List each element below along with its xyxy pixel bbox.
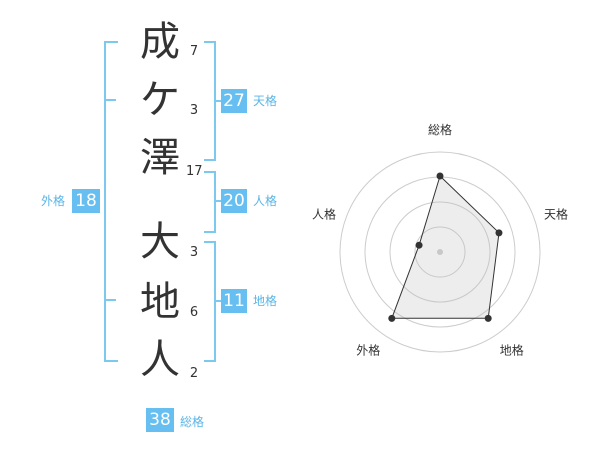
name-char-6: 人 (140, 337, 180, 383)
soukaku-label: 総格 (180, 415, 205, 429)
stroke-count-1: 7 (189, 44, 199, 59)
name-char-3: 澤 (140, 135, 180, 181)
radar-axis-label: 地格 (500, 343, 524, 358)
name-char-5: 地 (140, 279, 180, 325)
stroke-count-3: 17 (186, 164, 203, 179)
stroke-count-2: 3 (189, 103, 199, 118)
radar-point (495, 229, 503, 237)
radar-ring (339, 151, 541, 353)
jinkaku-bracket (204, 171, 216, 233)
name-char-1: 成 (140, 19, 180, 65)
chikaku-label: 地格 (253, 294, 278, 308)
tenkaku-badge: 27 (221, 89, 247, 113)
stroke-count-4: 3 (189, 245, 199, 260)
gaikaku-bracket-tick (104, 99, 116, 101)
radar-axis-label: 総格 (428, 122, 452, 137)
radar-ring (389, 201, 491, 303)
jinkaku-label: 人格 (253, 194, 278, 208)
radar-axis-label: 天格 (544, 206, 568, 221)
gaikaku-bracket-tick (104, 299, 116, 301)
soukaku-badge: 38 (146, 408, 174, 432)
chikaku-bracket-tick (214, 300, 222, 302)
radar-axis-label: 人格 (312, 206, 336, 221)
name-char-4: 大 (140, 219, 180, 265)
tenkaku-label: 天格 (253, 94, 278, 108)
gaikaku-label: 外格 (41, 194, 66, 208)
tenkaku-bracket-tick (214, 100, 222, 102)
radar-area (391, 175, 500, 319)
stroke-count-5: 6 (189, 305, 199, 320)
jinkaku-badge: 20 (221, 189, 247, 213)
gaikaku-badge: 18 (72, 189, 100, 213)
radar-point (415, 241, 423, 249)
stroke-count-6: 2 (189, 366, 199, 381)
radar-axis-label: 外格 (356, 343, 380, 358)
chikaku-badge: 11 (221, 289, 247, 313)
radar-ring (414, 226, 466, 278)
radar-point (436, 172, 444, 180)
jinkaku-bracket-tick (214, 200, 222, 202)
name-char-2: ケ (140, 77, 180, 123)
gaikaku-bracket (104, 41, 118, 362)
radar-point (388, 314, 396, 322)
radar-center (437, 249, 443, 255)
radar-point (484, 314, 492, 322)
